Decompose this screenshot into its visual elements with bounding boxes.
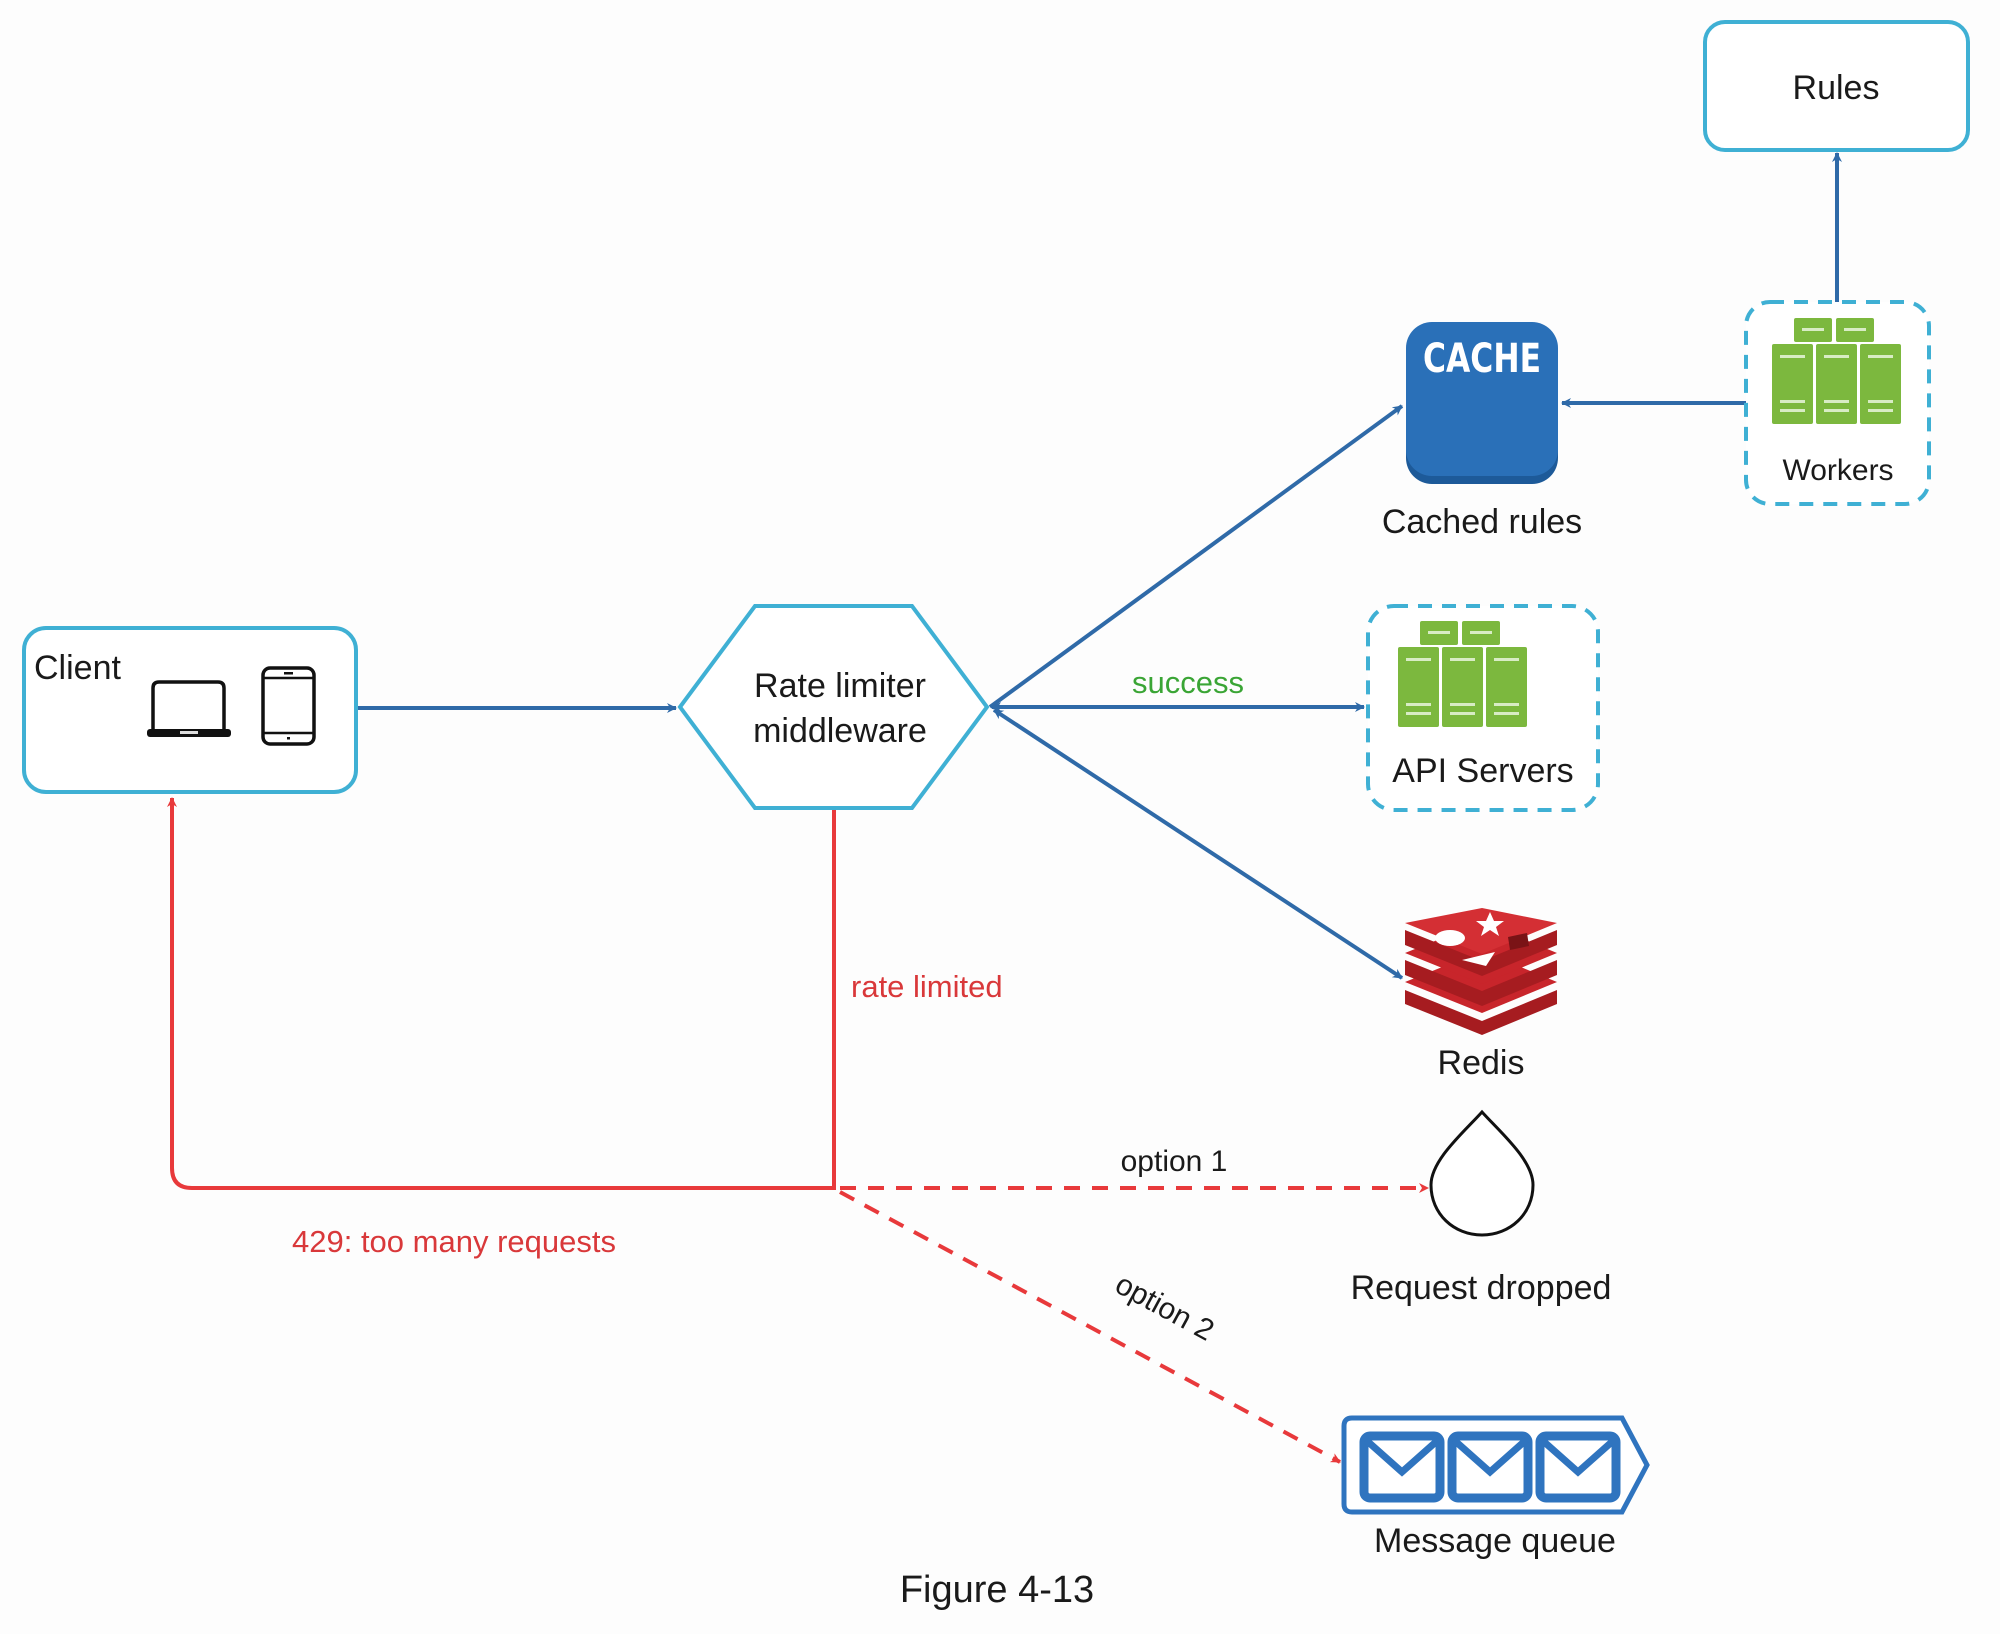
cache-label: Cached rules bbox=[1382, 503, 1582, 541]
option1-label: option 1 bbox=[1121, 1145, 1228, 1178]
client-node[interactable]: Client bbox=[22, 626, 358, 794]
rules-label: Rules bbox=[1793, 69, 1880, 107]
redis-label: Redis bbox=[1438, 1044, 1525, 1082]
drop-icon bbox=[1429, 1109, 1535, 1237]
edge-rate-limited-429 bbox=[167, 797, 836, 1190]
message-queue-node[interactable]: Message queue bbox=[1341, 1415, 1650, 1560]
cache-badge: CACHE bbox=[1423, 336, 1541, 382]
option2-label: option 2 bbox=[1110, 1268, 1220, 1348]
workers-node[interactable]: Workers bbox=[1744, 300, 1931, 506]
success-label: success bbox=[1132, 665, 1244, 700]
laptop-icon bbox=[147, 680, 231, 737]
message-queue-label: Message queue bbox=[1374, 1522, 1616, 1560]
workers-label: Workers bbox=[1782, 454, 1893, 487]
too-many-requests-label: 429: too many requests bbox=[292, 1224, 616, 1259]
rate-limiter-label-line1: Rate limiter bbox=[754, 667, 926, 705]
redis-icon bbox=[1405, 908, 1557, 1035]
edge-ratelimiter-to-cache bbox=[988, 404, 1404, 709]
smartphone-icon bbox=[261, 666, 316, 746]
rate-limited-label: rate limited bbox=[851, 969, 1003, 1004]
api-servers-node[interactable]: API Servers bbox=[1366, 604, 1600, 812]
rate-limiter-node[interactable]: Rate limiter middleware bbox=[677, 604, 990, 810]
figure-caption: Figure 4-13 bbox=[900, 1569, 1094, 1611]
rules-node[interactable]: Rules bbox=[1703, 20, 1970, 152]
cache-node[interactable]: CACHE Cached rules bbox=[1382, 322, 1582, 541]
redis-node[interactable]: Redis bbox=[1405, 908, 1557, 1082]
client-label: Client bbox=[34, 649, 121, 687]
request-dropped-label: Request dropped bbox=[1351, 1269, 1612, 1307]
request-dropped-node[interactable]: Request dropped bbox=[1351, 1109, 1612, 1307]
edge-option2 bbox=[839, 1190, 1341, 1464]
api-servers-label: API Servers bbox=[1392, 752, 1573, 790]
rate-limiter-label-line2: middleware bbox=[753, 712, 927, 750]
edge-ratelimiter-to-redis bbox=[992, 708, 1404, 980]
